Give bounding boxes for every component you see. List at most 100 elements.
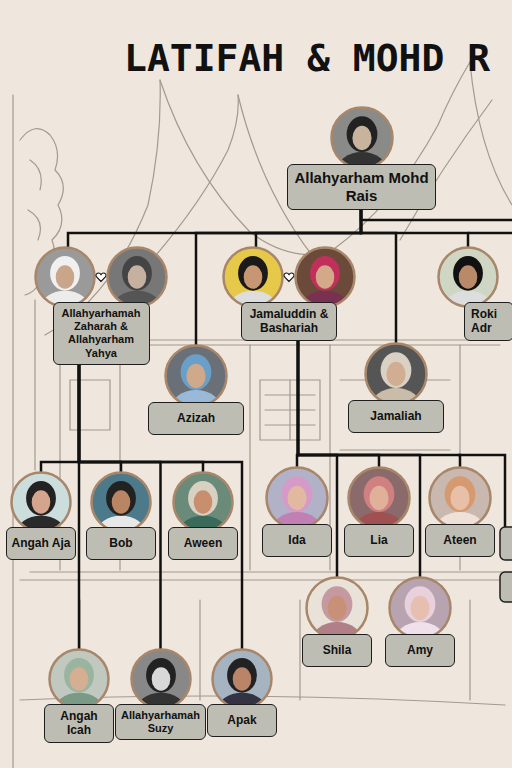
photo-row: [211, 648, 273, 710]
portrait-photo: [305, 576, 369, 640]
member-name: Amy: [390, 643, 450, 657]
family-member: Angah Aja: [6, 471, 76, 560]
portrait-photo: [330, 106, 394, 170]
photo-row: [437, 246, 499, 308]
family-member: Jamaluddin & Bashariah: [222, 246, 356, 341]
photo-row: [388, 576, 452, 640]
name-box: Azizah: [148, 402, 244, 435]
name-box: Shila: [302, 634, 372, 667]
family-member: Ida: [262, 466, 332, 557]
tree-connector: [256, 210, 361, 248]
tree-connector: [361, 210, 468, 248]
partial-box: [500, 572, 512, 602]
member-name: Aween: [173, 536, 233, 550]
photo-row: [305, 576, 369, 640]
heart-symbol: [95, 271, 107, 283]
portrait-photo: [388, 576, 452, 640]
portrait-photo: [347, 466, 411, 530]
tree-connector: [68, 210, 361, 248]
photo-row: [90, 471, 152, 533]
portrait-photo: [48, 648, 110, 710]
member-name: Azizah: [153, 411, 239, 425]
portrait-photo: [437, 246, 499, 308]
tree-connector: [79, 365, 121, 473]
name-box: Angah Aja: [6, 527, 76, 560]
member-name: Allahyarhamah Suzy: [120, 709, 201, 735]
name-box: Amy: [385, 634, 455, 667]
portrait-photo: [34, 246, 96, 308]
photo-row: [265, 466, 329, 530]
member-name: Allahyarhamah Zaharah & Allahyarham Yahy…: [58, 307, 145, 360]
portrait-photo: [364, 342, 428, 406]
portrait-photo: [222, 246, 284, 308]
family-member: Shila: [302, 576, 372, 667]
name-box: Angah Icah: [44, 704, 114, 743]
family-member: Allahyarhamah Zaharah & Allahyarham Yahy…: [34, 246, 168, 365]
photo-row: [164, 344, 228, 408]
name-box: Ateen: [425, 524, 495, 557]
family-member: Ateen: [425, 466, 495, 557]
member-name: Shila: [307, 643, 367, 657]
photo-row: [364, 342, 428, 406]
partial-box: [500, 527, 512, 560]
tree-connector: [196, 210, 361, 346]
name-box: Allahyarham Mohd Rais: [287, 164, 436, 210]
member-name: Ateen: [430, 533, 490, 547]
portrait-photo: [164, 344, 228, 408]
photo-row: [130, 648, 192, 710]
family-member: Lia: [344, 466, 414, 557]
portrait-photo: [172, 471, 234, 533]
family-member: Roki Adr: [437, 246, 512, 341]
family-member: Aween: [168, 471, 238, 560]
portrait-photo: [428, 466, 492, 530]
photo-row: [347, 466, 411, 530]
family-member: Amy: [385, 576, 455, 667]
member-name: Roki Adr: [471, 307, 501, 336]
name-box: Jamaluddin & Bashariah: [241, 302, 337, 341]
member-name: Allahyarham Mohd Rais: [292, 169, 431, 205]
tree-line: [468, 232, 512, 235]
photo-row: [34, 246, 168, 308]
portrait-photo: [294, 246, 356, 308]
portrait-photo: [211, 648, 273, 710]
member-name: Angah Aja: [11, 536, 71, 550]
family-member: Apak: [207, 648, 277, 737]
photo-row: [10, 471, 72, 533]
member-name: Angah Icah: [49, 709, 109, 738]
tree-connector: [41, 365, 79, 473]
member-name: Jamaliah: [353, 409, 439, 423]
heart-symbol: [283, 271, 295, 283]
portrait-photo: [265, 466, 329, 530]
name-box: Ida: [262, 524, 332, 557]
photo-row: [172, 471, 234, 533]
name-box: Allahyarhamah Zaharah & Allahyarham Yahy…: [53, 302, 150, 365]
name-box: Bob: [86, 527, 156, 560]
tree-connector: [298, 341, 460, 468]
portrait-photo: [10, 471, 72, 533]
member-name: Ida: [267, 533, 327, 547]
family-member: Jamaliah: [348, 342, 444, 433]
name-box: Aween: [168, 527, 238, 560]
name-box: Jamaliah: [348, 400, 444, 433]
family-member: Allahyarhamah Suzy: [115, 648, 206, 740]
photo-row: [428, 466, 492, 530]
member-name: Lia: [349, 533, 409, 547]
family-member: Allahyarham Mohd Rais: [287, 106, 436, 210]
photo-row: [48, 648, 110, 710]
family-member: Azizah: [148, 344, 244, 435]
photo-row: [330, 106, 394, 170]
name-box: Roki Adr: [464, 302, 512, 341]
family-member: Angah Icah: [44, 648, 114, 743]
member-name: Apak: [212, 713, 272, 727]
name-box: Allahyarhamah Suzy: [115, 704, 206, 740]
member-name: Bob: [91, 536, 151, 550]
portrait-photo: [106, 246, 168, 308]
tree-connector: [361, 210, 396, 344]
name-box: Lia: [344, 524, 414, 557]
name-box: Apak: [207, 704, 277, 737]
family-member: Bob: [86, 471, 156, 560]
portrait-photo: [130, 648, 192, 710]
page-title: LATIFAH & MOHD R: [124, 36, 490, 80]
portrait-photo: [90, 471, 152, 533]
photo-row: [222, 246, 356, 308]
